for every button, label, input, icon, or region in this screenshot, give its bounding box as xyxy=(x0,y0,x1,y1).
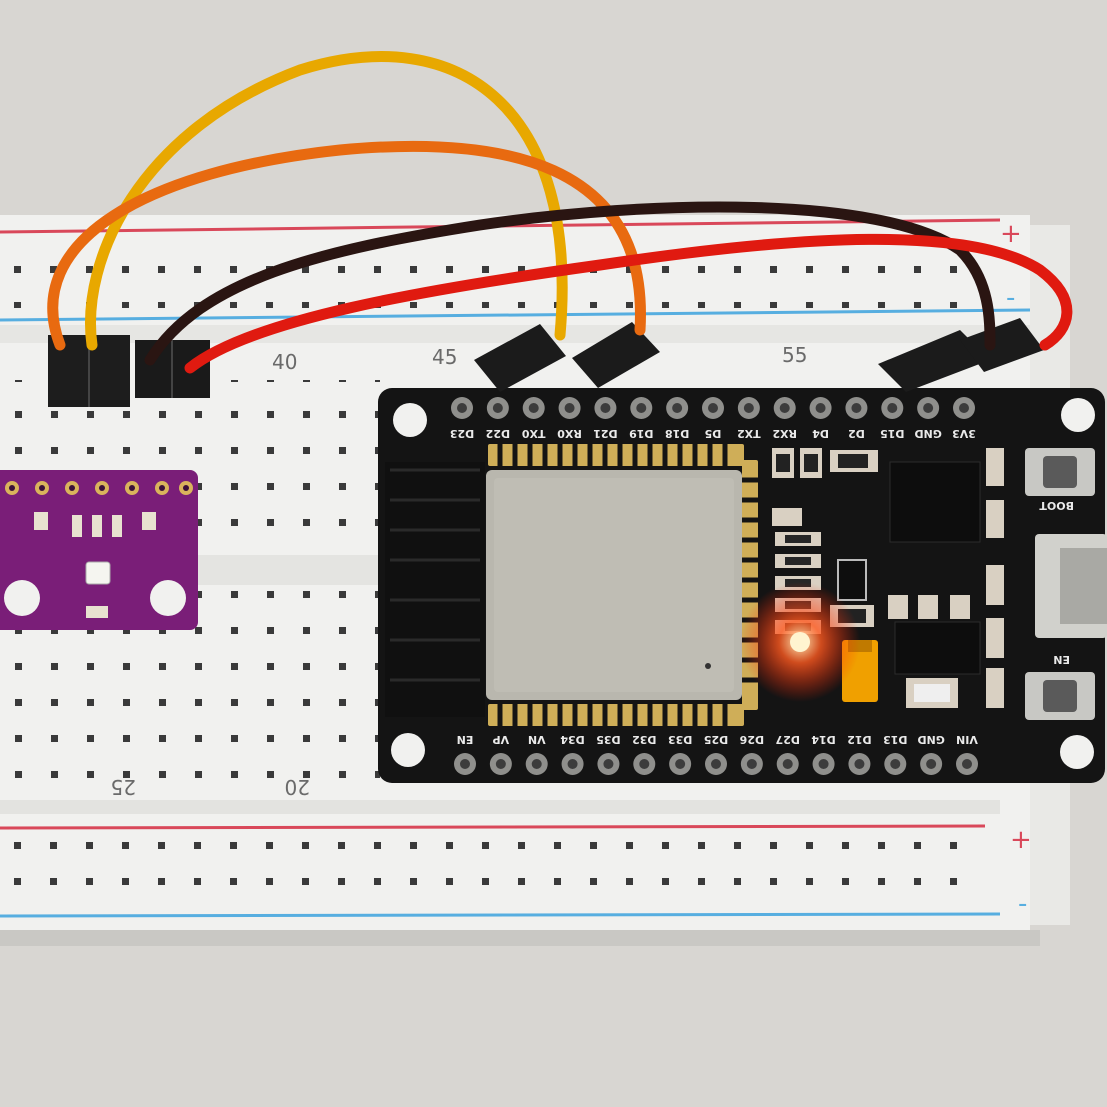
wire-black xyxy=(144,201,996,366)
bottom-pin-hole xyxy=(890,759,901,769)
bottom-rail-holes xyxy=(0,840,960,908)
top-pin-label: D2 xyxy=(848,427,865,440)
top-pin-label: RX0 xyxy=(557,427,582,440)
boot-label: BOOT xyxy=(1039,499,1074,512)
bottom-pin-label: EN xyxy=(457,733,474,746)
top-pin-label: TX0 xyxy=(522,427,546,440)
bottom-pin-label: D35 xyxy=(596,733,620,746)
bottom-pin-hole xyxy=(603,759,614,769)
top-pin-hole xyxy=(492,403,503,413)
top-pin-hole xyxy=(636,403,647,413)
top-pin-hole xyxy=(672,403,683,413)
bottom-pin-hole xyxy=(962,759,972,769)
top-pin-hole xyxy=(887,403,898,413)
col-num-55: 55 xyxy=(782,343,807,367)
top-pin-hole xyxy=(528,403,539,413)
en-button[interactable] xyxy=(1025,672,1095,720)
bottom-pin-hole xyxy=(854,759,865,769)
top-pin-label: D21 xyxy=(593,427,617,440)
bottom-pin-label: D34 xyxy=(560,733,585,746)
rail-plus-bottom: + xyxy=(1010,825,1032,855)
top-pin-hole xyxy=(708,403,718,413)
bottom-pin-hole xyxy=(926,759,937,769)
bottom-pin-label: D26 xyxy=(739,733,764,746)
col-num-40: 40 xyxy=(272,350,297,374)
col-num-25: 25 xyxy=(111,775,136,799)
top-pin-label: D23 xyxy=(450,427,474,440)
bottom-pin-hole xyxy=(818,759,829,769)
voltage-regulator xyxy=(894,621,981,675)
bottom-pin-hole xyxy=(711,759,721,769)
top-pin-label: GND xyxy=(914,427,941,440)
top-pin-label: TX2 xyxy=(737,427,761,440)
wires xyxy=(47,51,1073,374)
top-header-pins xyxy=(451,397,975,419)
bottom-pin-label: D32 xyxy=(632,733,656,746)
rail-plus-top: + xyxy=(1000,219,1022,249)
bottom-pin-hole xyxy=(495,759,506,769)
bottom-pin-label: D25 xyxy=(704,733,728,746)
bottom-pin-label: VIN xyxy=(956,733,978,746)
top-pin-label: D22 xyxy=(486,427,510,440)
top-rail-blue-line xyxy=(0,308,1031,322)
bottom-pin-hole xyxy=(567,759,578,769)
bottom-rail-blue-line xyxy=(0,912,1001,918)
top-pin-hole xyxy=(851,403,862,413)
bottom-pin-label: D12 xyxy=(847,733,871,746)
top-pin-hole xyxy=(779,403,790,413)
top-pin-hole xyxy=(743,403,754,413)
top-pin-hole xyxy=(923,403,934,413)
esp32-devkit-board: BOOT EN D23D22TX0RX0D21D19D18D5TX2RX2D4D… xyxy=(378,388,1107,783)
jumper-housings-esp32 xyxy=(474,318,1044,392)
top-pin-label: D4 xyxy=(812,427,829,440)
col-num-45: 45 xyxy=(432,345,457,369)
bme280-sensor-module xyxy=(0,470,198,630)
bottom-pin-hole xyxy=(746,759,757,769)
bottom-pin-label: D27 xyxy=(775,733,799,746)
bottom-pin-hole xyxy=(531,759,542,769)
top-pin-hole xyxy=(457,403,467,413)
top-pin-hole xyxy=(959,403,969,413)
top-pin-label: RX2 xyxy=(772,427,797,440)
bottom-pin-label: D14 xyxy=(811,733,836,746)
bottom-rail-red-line xyxy=(0,824,986,830)
top-pin-hole xyxy=(600,403,611,413)
bottom-pin-label: D13 xyxy=(883,733,907,746)
usb-uart-chip xyxy=(889,461,981,543)
top-pin-label: D18 xyxy=(665,427,689,440)
top-pin-hole xyxy=(564,403,575,413)
top-pin-labels: D23 D22 TX0 RX0 D21 D19 D18 D5 TX2 RX2 D4 D2 D15 GND 3… xyxy=(450,427,976,440)
boot-button[interactable] xyxy=(1025,448,1095,496)
bottom-header-pins xyxy=(454,753,978,775)
bottom-pin-label: VP xyxy=(493,733,510,746)
top-pin-label: D5 xyxy=(705,427,722,440)
rail-minus-bottom: - xyxy=(1018,889,1027,919)
bottom-pin-hole xyxy=(460,759,470,769)
en-button-label: EN xyxy=(1053,653,1070,666)
top-pin-label: D15 xyxy=(880,427,904,440)
bottom-pin-hole xyxy=(782,759,793,769)
bottom-pin-hole xyxy=(675,759,686,769)
wire-red xyxy=(184,233,1073,374)
col-num-20: 20 xyxy=(285,775,310,799)
top-pin-label: 3V3 xyxy=(952,427,976,440)
bottom-pin-label: GND xyxy=(917,733,944,746)
bottom-pin-label: D33 xyxy=(668,733,692,746)
rail-minus-top: - xyxy=(1006,283,1015,313)
bottom-pin-label: VN xyxy=(528,733,546,746)
top-rail-holes xyxy=(0,240,970,308)
sensor-chip xyxy=(85,561,111,585)
top-pin-hole xyxy=(815,403,826,413)
bottom-pin-labels: EN VP VN D34 D35 D32 D33 D25 D26 D27 D14 D12 D13 GND V… xyxy=(457,733,978,746)
top-pin-label: D19 xyxy=(629,427,653,440)
wire-yellow xyxy=(85,51,568,351)
bottom-pin-hole xyxy=(639,759,650,769)
